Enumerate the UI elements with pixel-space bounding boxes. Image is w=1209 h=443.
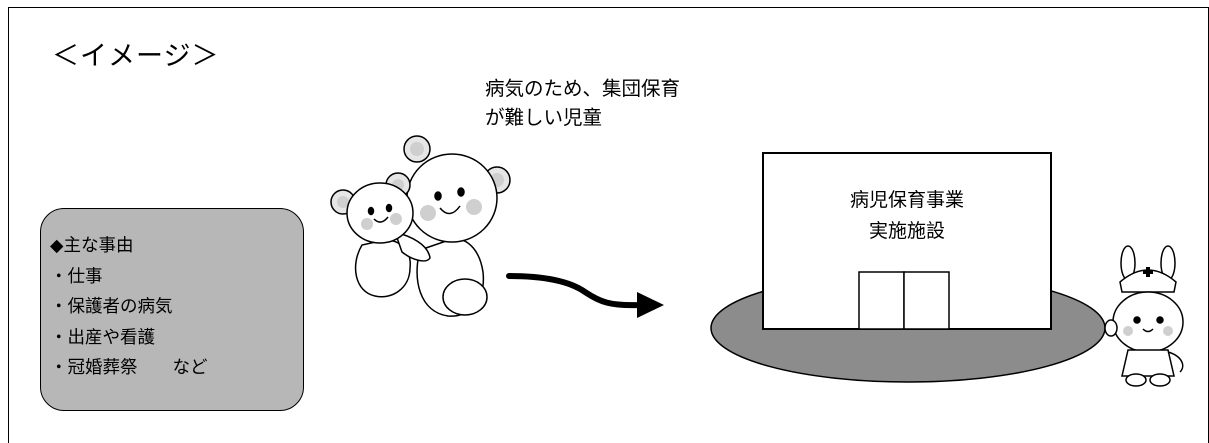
reasons-heading: ◆主な事由 bbox=[50, 236, 134, 256]
child-caption-line-1: 病気のため、集団保育 bbox=[485, 77, 681, 100]
facility-door-left bbox=[858, 271, 905, 330]
reason-item: ・冠婚葬祭 など bbox=[50, 358, 208, 378]
reason-item: ・出産や看護 bbox=[50, 327, 155, 348]
nurse-rabbit-illustration bbox=[1104, 245, 1184, 387]
facility-label-line-1: 病児保育事業 bbox=[849, 189, 964, 211]
bear-parent-child-illustration bbox=[330, 135, 511, 317]
facility-illustration bbox=[710, 152, 1106, 383]
facility-label: 病児保育事業 実施施設 bbox=[763, 185, 1051, 247]
reason-item: ・仕事 bbox=[50, 266, 103, 287]
reason-item: ・保護者の病気 bbox=[50, 297, 173, 317]
image-title: ＜イメージ＞ bbox=[52, 41, 220, 72]
flow-arrow bbox=[506, 273, 664, 318]
child-caption: 病気のため、集団保育 が難しい児童 bbox=[485, 74, 785, 132]
facility-label-line-2: 実施施設 bbox=[868, 220, 945, 242]
facility-door-right bbox=[903, 271, 950, 330]
child-caption-line-2: が難しい児童 bbox=[485, 106, 603, 129]
reasons-box: ◆主な事由 ・仕事 ・保護者の病気 ・出産や看護 ・冠婚葬祭 など bbox=[40, 208, 304, 411]
reasons-list: ◆主な事由 ・仕事 ・保護者の病気 ・出産や看護 ・冠婚葬祭 など bbox=[50, 231, 208, 384]
